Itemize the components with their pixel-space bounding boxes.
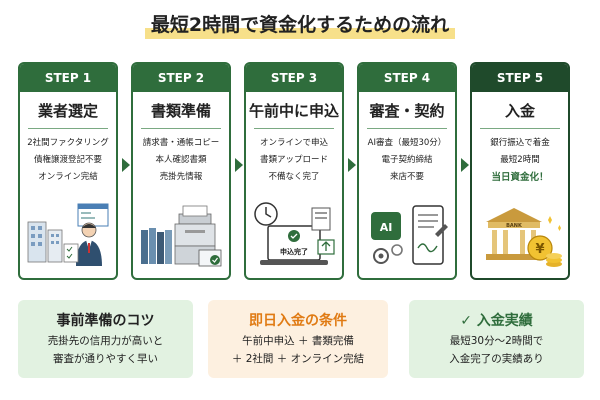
laptop-text: 申込完了 — [280, 247, 308, 256]
tip-line: 入金完了の実績あり — [449, 353, 544, 365]
step-label: STEP 4 — [359, 64, 455, 92]
tip-box-track-record: ✓ 入金実績 最短30分〜2時間で 入金完了の実績あり — [409, 300, 584, 378]
arrow-right-icon — [122, 158, 130, 172]
step-label: STEP 1 — [20, 64, 116, 92]
ai-review-contract-icon: AI — [371, 205, 448, 265]
tip-line: ＋ 2社間 ＋ オンライン完結 — [231, 353, 365, 365]
tip-line: 売掛先の信用力が高いと — [47, 335, 164, 347]
tip-line: 最短30分〜2時間で — [449, 335, 544, 347]
step-line: 来店不要 — [389, 172, 424, 182]
tip-title: 即日入金の条件 — [249, 313, 347, 329]
step-line-highlight: 当日資金化！ — [491, 172, 549, 183]
step-name: 午前中に申込 — [248, 102, 339, 120]
divider — [367, 128, 447, 129]
step-line: 電子契約締結 — [381, 155, 433, 165]
bank-yen-icon: BANK ¥ — [486, 208, 562, 267]
divider — [28, 128, 108, 129]
arrow-right-icon — [461, 158, 469, 172]
step-name: 入金 — [504, 102, 535, 120]
online-application-laptop-icon: 申込完了 — [254, 202, 335, 265]
tip-box-conditions: 即日入金の条件 午前中申込 ＋ 書類完備 ＋ 2社間 ＋ オンライン完結 — [208, 300, 388, 378]
step-label: STEP 3 — [246, 64, 342, 92]
divider — [480, 128, 560, 129]
step-label: STEP 5 — [472, 64, 568, 92]
divider — [254, 128, 334, 129]
step-card-5: STEP 5 入金 銀行振込で着金 最短2時間 当日資金化！ BANK ¥ — [470, 62, 570, 280]
step-card-4: STEP 4 審査・契約 AI審査（最短30分） 電子契約締結 来店不要 AI — [357, 62, 457, 280]
divider — [141, 128, 221, 129]
step-card-2: STEP 2 書類準備 請求書・通帳コピー 本人確認書類 売掛先情報 — [131, 62, 231, 280]
step-name: 業者選定 — [37, 102, 98, 120]
bank-text: BANK — [506, 223, 523, 229]
step-name: 審査・契約 — [369, 102, 445, 120]
tip-title: ✓ 入金実績 — [460, 313, 533, 329]
step-line: 2社間ファクタリング — [27, 138, 109, 148]
step-line: 請求書・通帳コピー — [142, 138, 220, 148]
arrow-right-icon — [348, 158, 356, 172]
documents-printer-icon — [141, 205, 222, 267]
step-line: 不備なく完了 — [268, 172, 320, 182]
step-line: オンラインで申込 — [259, 138, 328, 148]
tip-line: 午前中申込 ＋ 書類完備 — [242, 335, 354, 347]
step-line: 売掛先情報 — [159, 172, 203, 182]
step-card-1: STEP 1 業者選定 2社間ファクタリング 債権譲渡登記不要 オンライン完結 — [18, 62, 118, 280]
step-label: STEP 2 — [133, 64, 229, 92]
tip-line: 審査が通りやすく早い — [53, 353, 158, 365]
steps-flow: STEP 1 業者選定 2社間ファクタリング 債権譲渡登記不要 オンライン完結 — [18, 62, 584, 282]
business-consultant-icon — [27, 203, 109, 266]
step-line: 本人確認書類 — [155, 155, 207, 165]
arrow-right-icon — [235, 158, 243, 172]
ai-text: AI — [380, 221, 393, 234]
tip-box-preparation: 事前準備のコツ 売掛先の信用力が高いと 審査が通りやすく早い — [18, 300, 193, 378]
step-name: 書類準備 — [150, 102, 211, 120]
svg-text:¥: ¥ — [535, 242, 544, 257]
step-line: 最短2時間 — [500, 155, 540, 165]
step-card-3: STEP 3 午前中に申込 オンラインで申込 書類アップロード 不備なく完了 申… — [244, 62, 344, 280]
step-line: 銀行振込で着金 — [490, 138, 550, 148]
step-line: 書類アップロード — [259, 155, 328, 165]
tip-title: 事前準備のコツ — [56, 313, 155, 329]
step-line: AI審査（最短30分） — [367, 138, 447, 148]
step-line: オンライン完結 — [38, 172, 98, 182]
page-title: 最短2時間で資金化するための流れ — [144, 10, 456, 39]
step-line: 債権譲渡登記不要 — [33, 155, 102, 165]
